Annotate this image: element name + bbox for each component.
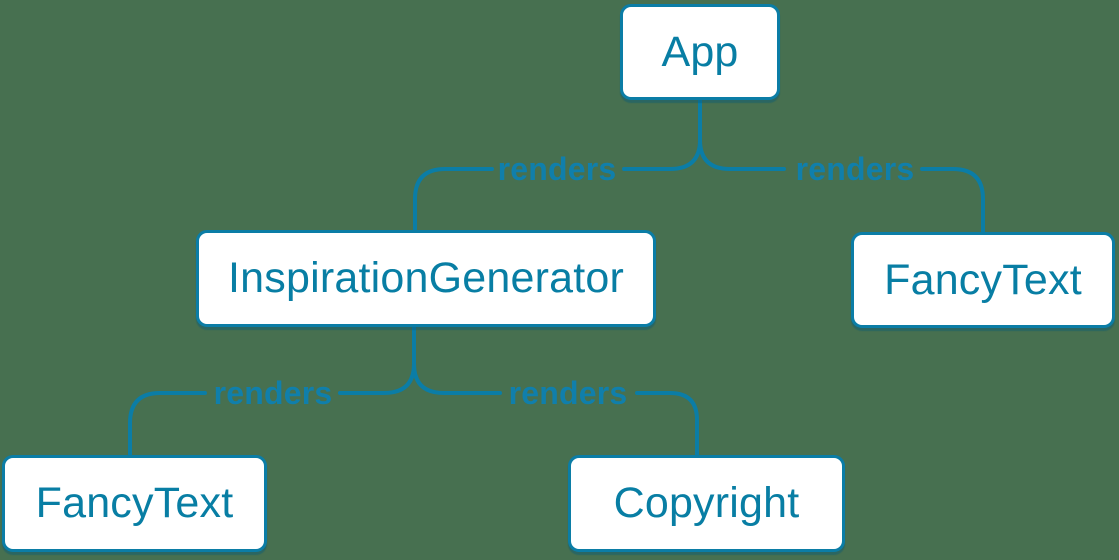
edge-inspirationgenerator-to-copyright-stem xyxy=(412,326,502,395)
edge-label-app-renders-fancytext: renders xyxy=(795,151,915,187)
node-app: App xyxy=(620,4,780,100)
edge-inspirationgenerator-to-copyright-tail xyxy=(635,391,699,456)
edge-app-to-fancytext-tail xyxy=(920,167,985,233)
edge-app-to-inspirationgenerator-tail xyxy=(413,167,494,231)
edge-app-to-fancytext-stem xyxy=(698,98,786,171)
node-fancy-text-right: FancyText xyxy=(851,232,1115,328)
node-copyright: Copyright xyxy=(568,455,845,552)
node-app-label: App xyxy=(661,27,739,76)
edge-label-app-renders-inspirationgenerator: renders xyxy=(497,151,617,187)
edge-label-inspirationgenerator-renders-copyright: renders xyxy=(508,375,628,411)
edge-inspirationgenerator-to-fancytext-stem xyxy=(338,326,416,395)
edge-label-inspirationgenerator-renders-fancytext: renders xyxy=(213,375,333,411)
edge-app-to-inspirationgenerator-stem xyxy=(622,98,702,171)
node-fancy-text-left-label: FancyText xyxy=(35,479,234,527)
node-copyright-label: Copyright xyxy=(613,479,800,527)
edge-inspirationgenerator-to-fancytext-tail xyxy=(128,391,207,456)
node-fancy-text-left: FancyText xyxy=(2,455,267,552)
node-inspiration-generator: InspirationGenerator xyxy=(196,230,656,327)
node-inspiration-generator-label: InspirationGenerator xyxy=(228,254,624,302)
node-fancy-text-right-label: FancyText xyxy=(884,255,1082,304)
